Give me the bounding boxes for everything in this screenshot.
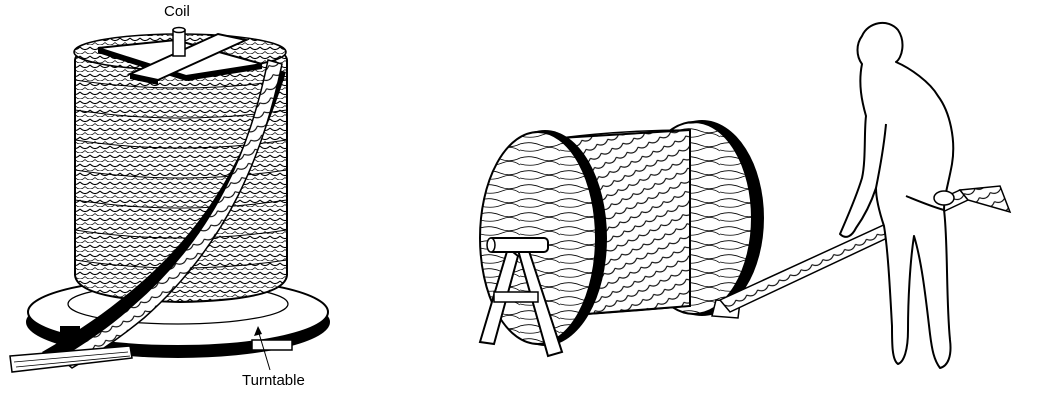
coil-on-turntable xyxy=(10,28,330,373)
coil-label: Coil xyxy=(164,3,190,20)
reel-on-stand xyxy=(480,120,764,356)
rope-end-in-hand xyxy=(960,186,1010,212)
turntable-label: Turntable xyxy=(242,372,305,389)
turntable-foot xyxy=(252,340,292,350)
spindle xyxy=(173,28,185,57)
hand xyxy=(934,191,954,205)
